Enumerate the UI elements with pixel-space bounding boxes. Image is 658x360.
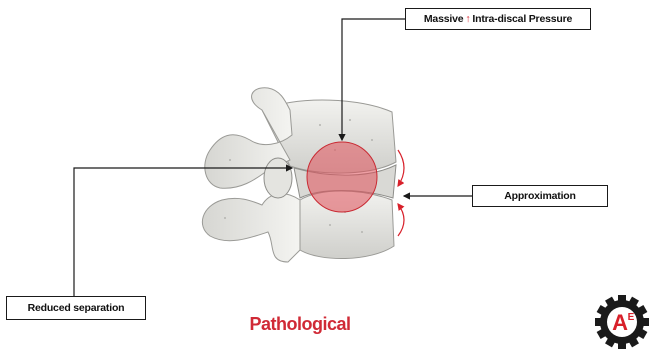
approximation-arrow-down (398, 150, 404, 186)
approximation-arrow-up (398, 204, 404, 236)
logo-superscript: E (628, 312, 635, 323)
intradiscal-pressure-label: Massive ↑ Intra-discal Pressure (405, 8, 591, 30)
logo-letter: A (612, 310, 628, 335)
diagram-caption: Pathological (230, 314, 370, 335)
facet-joint (264, 158, 292, 198)
gear-logo-icon: A E (594, 294, 650, 350)
pressure-label-suffix: Intra-discal Pressure (472, 13, 572, 25)
approximation-label: Approximation (472, 185, 608, 207)
pressure-label-prefix: Massive (424, 13, 463, 25)
pressure-highlight-circle (307, 142, 377, 212)
lower-posterior-elements (202, 194, 300, 262)
up-arrow-icon: ↑ (465, 13, 470, 25)
reduced-separation-label: Reduced separation (6, 296, 146, 320)
